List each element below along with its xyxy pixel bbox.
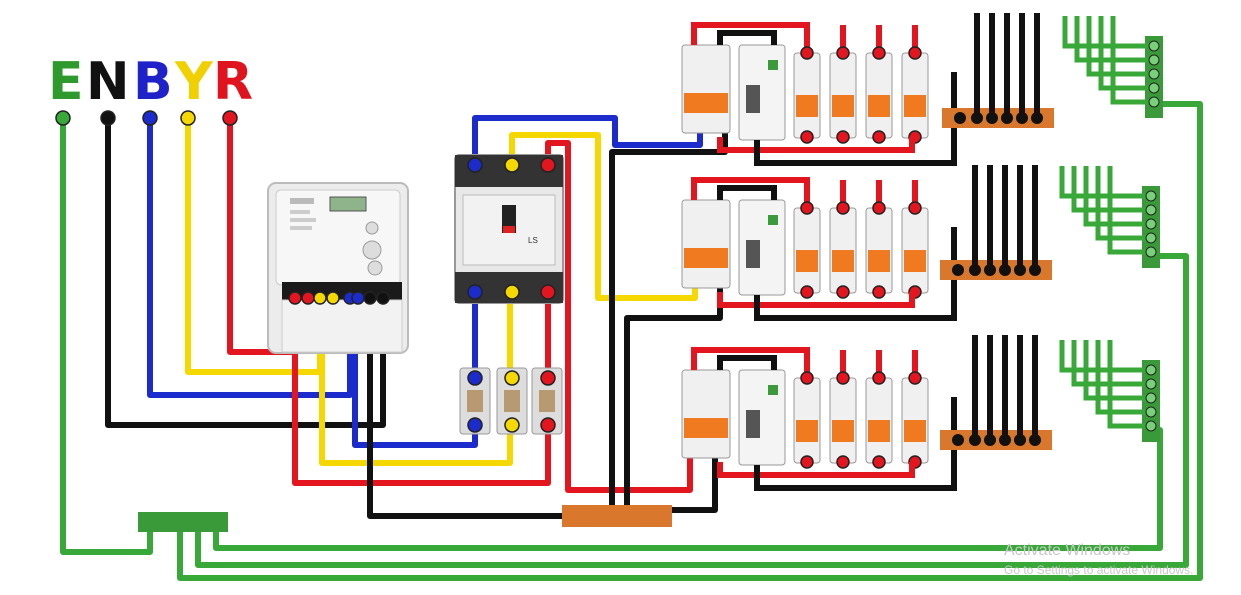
board-2 <box>681 177 957 321</box>
earth-return-3 <box>213 427 1163 551</box>
mcb-2p <box>681 44 731 134</box>
input-terminal <box>180 110 196 126</box>
label-red: R <box>213 52 256 112</box>
input-terminal <box>142 110 158 126</box>
earth-return-1 <box>177 101 1203 581</box>
meter-display <box>329 196 367 212</box>
rccb <box>738 44 786 141</box>
red-wire-meter-out <box>292 295 551 486</box>
yellow-wire-meter-out <box>319 295 513 466</box>
neutral-wire-to-bar <box>367 295 603 519</box>
main-earth-bar <box>138 512 228 532</box>
mcb-2p <box>681 199 731 289</box>
svg-text:LS: LS <box>528 236 538 245</box>
neutral-wire-board1 <box>609 119 728 519</box>
board-3 <box>681 347 957 491</box>
rccb <box>738 369 786 466</box>
mccb: LS <box>454 154 564 304</box>
watermark-line1: Activate Windows <box>1004 542 1131 559</box>
blue-wire-board1 <box>472 115 703 168</box>
energy-meter <box>267 182 409 354</box>
mcb-2p <box>681 369 731 459</box>
main-neutral-bar <box>562 505 672 527</box>
input-terminal <box>222 110 238 126</box>
label-blue: B <box>133 52 175 112</box>
fuse-holders <box>459 367 563 435</box>
earth-return-2 <box>195 253 1189 568</box>
earth-wire-input <box>60 115 153 555</box>
watermark-line2: Go to Settings to activate Windows. <box>1004 563 1194 577</box>
red-wire-board3 <box>545 140 693 493</box>
label-yellow: Y <box>175 52 215 112</box>
neutral-wire-input <box>105 115 386 428</box>
board-1 <box>681 22 957 166</box>
rccb <box>738 199 786 296</box>
label-neutral: N <box>86 52 132 112</box>
input-terminal <box>55 110 71 126</box>
yellow-wire-board2 <box>509 132 698 301</box>
input-terminal <box>100 110 116 126</box>
label-earth: E <box>48 52 86 112</box>
blue-wire-meter-out <box>352 295 478 448</box>
